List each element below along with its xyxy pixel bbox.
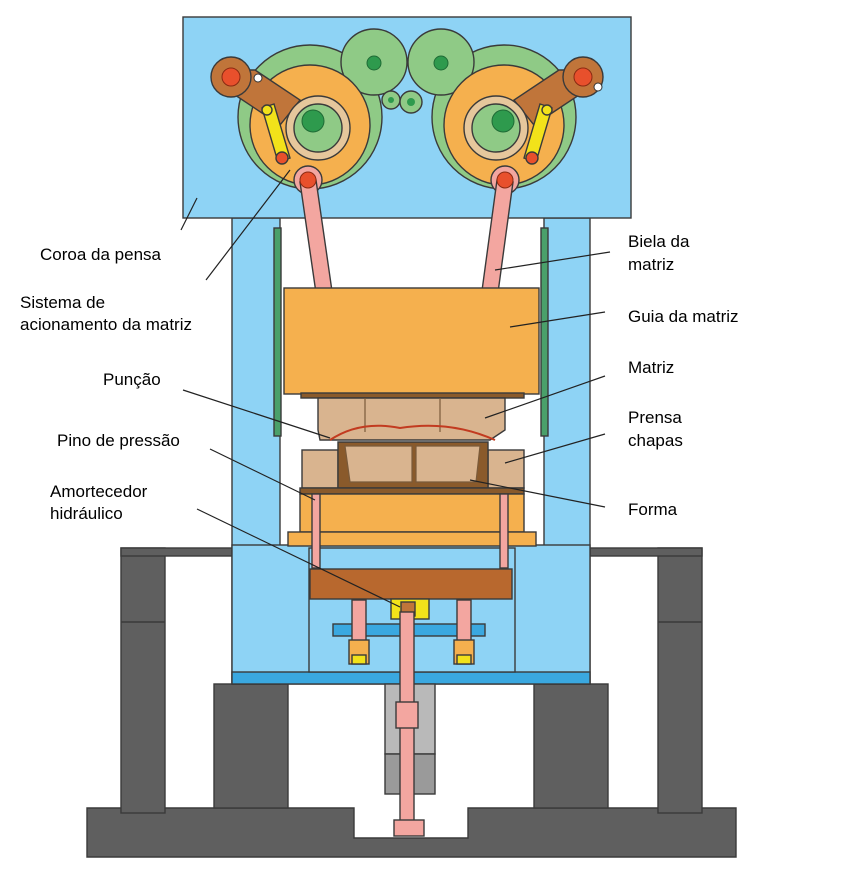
- labels: Coroa da pensa Sistema de acionamento da…: [20, 232, 739, 523]
- press-base: [86, 547, 737, 858]
- slide: [283, 287, 540, 399]
- pressure-pins: [311, 493, 509, 569]
- hydraulic-cushion: [348, 599, 475, 837]
- label-guia: Guia da matriz: [628, 307, 739, 326]
- label-amortecedor-line1: Amortecedor: [50, 482, 148, 501]
- upper-die: [317, 397, 506, 441]
- drive-mechanism-right: [443, 56, 604, 310]
- label-matriz: Matriz: [628, 358, 674, 377]
- label-sistema-line2: acionamento da matriz: [20, 315, 192, 334]
- label-biela-line1: Biela da: [628, 232, 690, 251]
- label-prensa-line2: chapas: [628, 431, 683, 450]
- label-coroa: Coroa da pensa: [40, 245, 162, 264]
- lower-die: [299, 441, 525, 495]
- label-forma: Forma: [628, 500, 678, 519]
- leader-lines: [180, 169, 611, 608]
- label-prensa-line1: Prensa: [628, 408, 682, 427]
- bolster: [287, 493, 537, 547]
- label-pino: Pino de pressão: [57, 431, 180, 450]
- label-sistema-line1: Sistema de: [20, 293, 105, 312]
- label-puncao: Punção: [103, 370, 161, 389]
- label-biela-line2: matriz: [628, 255, 674, 274]
- label-amortecedor-line2: hidráulico: [50, 504, 123, 523]
